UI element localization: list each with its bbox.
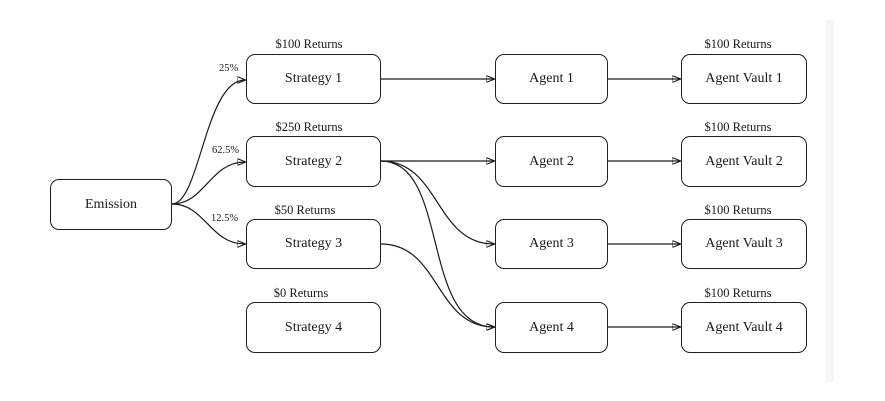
node-strategy-3-label: Strategy 3 bbox=[284, 236, 343, 251]
node-agent-4[interactable]: Agent 4 bbox=[495, 302, 608, 353]
node-agent-2[interactable]: Agent 2 bbox=[495, 136, 608, 187]
vault-1-returns: $100 Returns bbox=[704, 37, 772, 51]
node-strategy-3[interactable]: Strategy 3 bbox=[246, 219, 381, 269]
node-agent-vault-4-label: Agent Vault 4 bbox=[705, 319, 783, 335]
edge-strategy-2-agent-4 bbox=[380, 160, 494, 327]
node-agent-vault-2[interactable]: Agent Vault 2 bbox=[681, 136, 807, 187]
node-agent-4-label: Agent 4 bbox=[529, 319, 574, 335]
strategy-1-returns: $100 Returns bbox=[275, 37, 343, 51]
vault-4-returns: $100 Returns bbox=[704, 286, 772, 300]
edge-label-strategy-1: 25% bbox=[219, 63, 239, 74]
node-strategy-4-label: Strategy 4 bbox=[284, 319, 343, 335]
node-agent-vault-3-label: Agent Vault 3 bbox=[705, 236, 783, 251]
vault-2-returns: $100 Returns bbox=[704, 120, 772, 134]
edge-label-strategy-2: 62.5% bbox=[212, 145, 240, 156]
node-agent-vault-4[interactable]: Agent Vault 4 bbox=[681, 302, 807, 353]
node-agent-1-label: Agent 1 bbox=[529, 71, 574, 86]
node-agent-vault-2-label: Agent Vault 2 bbox=[705, 153, 783, 169]
node-agent-3[interactable]: Agent 3 bbox=[495, 219, 608, 269]
vault-3-returns: $100 Returns bbox=[704, 203, 772, 217]
node-emission-label: Emission bbox=[84, 196, 138, 212]
strategy-2-returns: $250 Returns bbox=[275, 120, 343, 134]
edge-label-strategy-3: 12.5% bbox=[211, 213, 239, 224]
right-edge-strip bbox=[826, 20, 834, 382]
strategy-4-returns: $0 Returns bbox=[273, 286, 329, 300]
edge-strategy-2-agent-3 bbox=[380, 160, 494, 244]
node-strategy-4[interactable]: Strategy 4 bbox=[246, 302, 381, 353]
node-strategy-2-label: Strategy 2 bbox=[284, 153, 343, 169]
edge-emission-strategy-2 bbox=[171, 162, 245, 205]
node-strategy-2[interactable]: Strategy 2 bbox=[246, 136, 381, 187]
node-emission[interactable]: Emission bbox=[50, 179, 172, 230]
edge-strategy-3-agent-4 bbox=[380, 243, 494, 327]
node-agent-1[interactable]: Agent 1 bbox=[495, 54, 608, 104]
node-agent-vault-3[interactable]: Agent Vault 3 bbox=[681, 219, 807, 269]
edge-emission-strategy-1 bbox=[171, 80, 245, 205]
node-agent-3-label: Agent 3 bbox=[529, 236, 574, 251]
edge-emission-strategy-3 bbox=[171, 203, 245, 244]
node-strategy-1[interactable]: Strategy 1 bbox=[246, 54, 381, 104]
node-strategy-1-label: Strategy 1 bbox=[284, 71, 343, 86]
node-agent-vault-1[interactable]: Agent Vault 1 bbox=[681, 54, 807, 104]
strategy-3-returns: $50 Returns bbox=[274, 203, 336, 217]
node-agent-vault-1-label: Agent Vault 1 bbox=[705, 71, 783, 86]
node-agent-2-label: Agent 2 bbox=[529, 153, 574, 169]
